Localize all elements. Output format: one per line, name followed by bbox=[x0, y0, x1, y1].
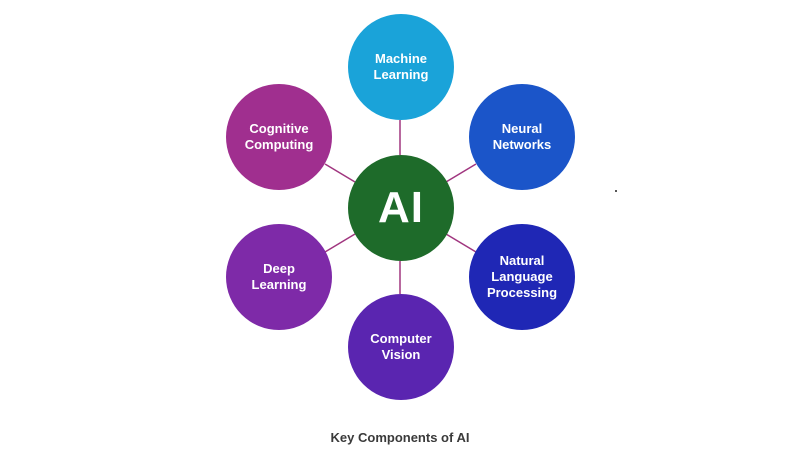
node-label-computer-vision: Computer Vision bbox=[370, 331, 432, 362]
stray-dot bbox=[615, 190, 617, 192]
node-label-deep-learning: Deep Learning bbox=[251, 261, 307, 292]
node-machine-learning: Machine Learning bbox=[348, 14, 454, 120]
diagram-caption: Key Components of AI bbox=[330, 430, 470, 445]
node-natural-language-processing: Natural Language Processing bbox=[469, 224, 575, 330]
node-label-cognitive-computing: Cognitive Computing bbox=[244, 121, 314, 152]
node-label-neural-networks: Neural Networks bbox=[492, 121, 552, 152]
connector-neural-networks bbox=[445, 163, 477, 183]
node-cognitive-computing: Cognitive Computing bbox=[226, 84, 332, 190]
node-label-machine-learning: Machine Learning bbox=[373, 51, 429, 82]
center-node-label: AI bbox=[378, 183, 424, 232]
connector-cognitive-computing bbox=[324, 163, 356, 183]
connector-nlp bbox=[445, 233, 477, 253]
node-label-natural-language-processing: Natural Language Processing bbox=[486, 253, 558, 300]
node-neural-networks: Neural Networks bbox=[469, 84, 575, 190]
center-node-ai: AI bbox=[348, 155, 454, 261]
node-deep-learning: Deep Learning bbox=[226, 224, 332, 330]
node-computer-vision: Computer Vision bbox=[348, 294, 454, 400]
connector-deep-learning bbox=[324, 233, 356, 253]
